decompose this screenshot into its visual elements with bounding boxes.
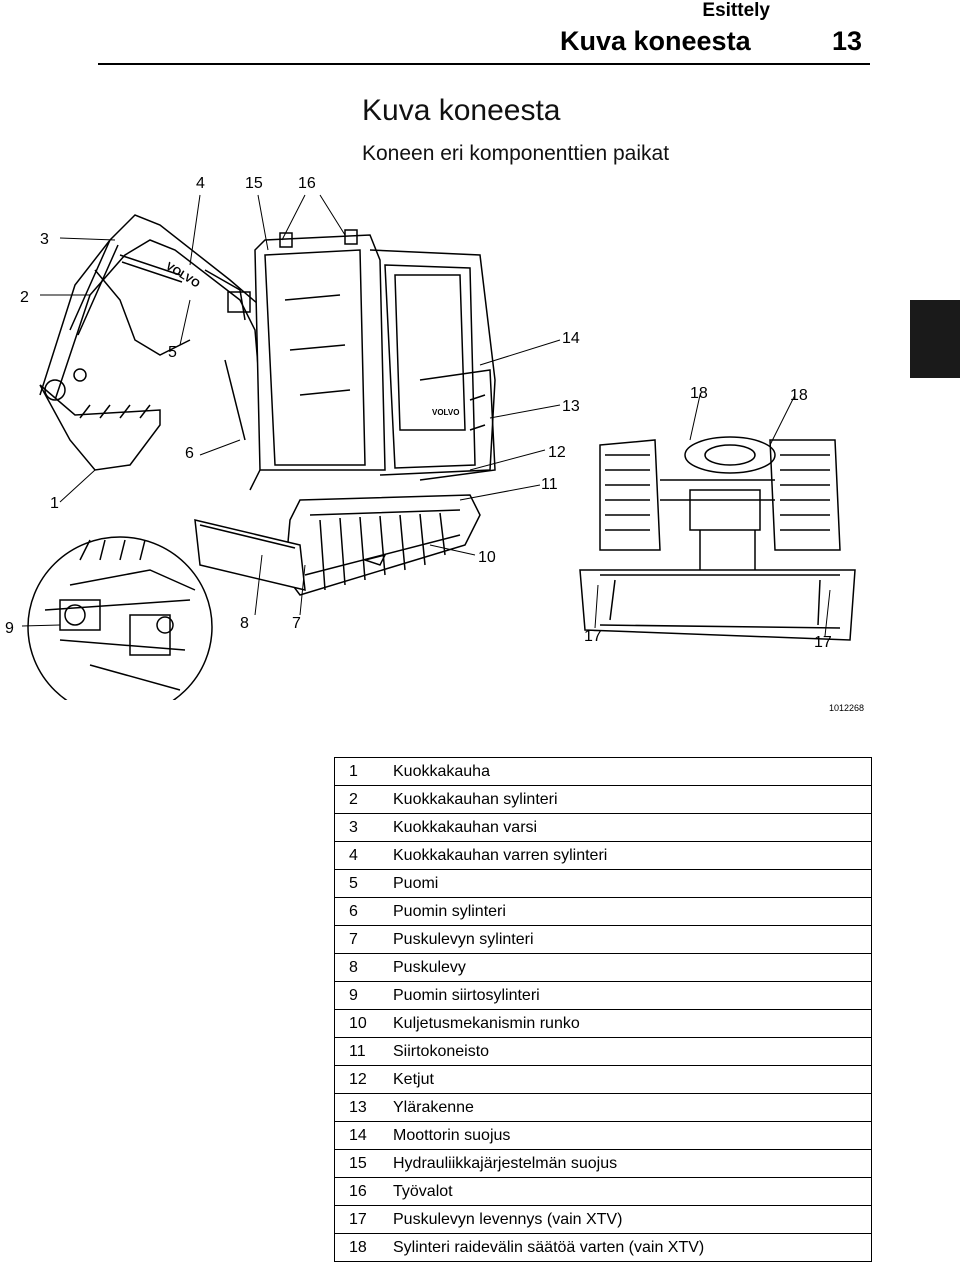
- legend-number: 10: [334, 1009, 381, 1038]
- callout-2: 2: [20, 289, 29, 306]
- detail-inset: [27, 536, 213, 700]
- section-title: Esittely: [702, 0, 770, 21]
- legend-label: Kuokkakauha: [381, 757, 872, 786]
- legend-number: 12: [334, 1065, 381, 1094]
- legend-number: 16: [334, 1177, 381, 1206]
- legend-number: 15: [334, 1149, 381, 1178]
- legend-label: Kuokkakauhan varsi: [381, 813, 872, 842]
- legend-label: Puomin sylinteri: [381, 897, 872, 926]
- legend-number: 6: [334, 897, 381, 926]
- callout-14: 14: [562, 330, 580, 347]
- legend-label: Ketjut: [381, 1065, 872, 1094]
- callout-18b: 18: [790, 387, 808, 404]
- legend-label: Kuokkakauhan varren sylinteri: [381, 841, 872, 870]
- header-rule: [98, 63, 870, 65]
- boom-brand-logo: VOLVO: [163, 260, 202, 290]
- callouts: 4 15 16 3 2 5 14 13 18 18 6 12 11 1 10 9…: [5, 175, 832, 651]
- callout-17a: 17: [584, 628, 602, 645]
- cab-brand-logo: VOLVO: [432, 408, 459, 417]
- callout-1: 1: [50, 495, 59, 512]
- callout-12: 12: [548, 444, 566, 461]
- legend-number: 1: [334, 757, 381, 786]
- legend-label: Siirtokoneisto: [381, 1037, 872, 1066]
- legend-label: Puskulevyn sylinteri: [381, 925, 872, 954]
- legend-number: 5: [334, 869, 381, 898]
- chapter-tab: [910, 300, 960, 378]
- legend-number: 17: [334, 1205, 381, 1234]
- callout-15: 15: [245, 175, 263, 192]
- legend-label: Hydrauliikkajärjestelmän suojus: [381, 1149, 872, 1178]
- legend-number: 7: [334, 925, 381, 954]
- legend-label: Puskulevy: [381, 953, 872, 982]
- legend-label: Kuljetusmekanismin runko: [381, 1009, 872, 1038]
- legend-number: 11: [334, 1037, 381, 1066]
- callout-7: 7: [292, 615, 301, 632]
- callout-9: 9: [5, 620, 14, 637]
- callout-13: 13: [562, 398, 580, 415]
- legend-number: 4: [334, 841, 381, 870]
- legend-label: Moottorin suojus: [381, 1121, 872, 1150]
- legend-number: 2: [334, 785, 381, 814]
- legend-label: Kuokkakauhan sylinteri: [381, 785, 872, 814]
- legend-number: 8: [334, 953, 381, 982]
- callout-10: 10: [478, 549, 496, 566]
- callout-16: 16: [298, 175, 316, 192]
- legend-label: Ylärakenne: [381, 1093, 872, 1122]
- header-title: Kuva koneesta: [560, 26, 751, 56]
- legend-number: 13: [334, 1093, 381, 1122]
- callout-5: 5: [168, 344, 177, 361]
- legend-number: 14: [334, 1121, 381, 1150]
- excavator-illustration: VOLVO VOLVO 4 15 16 3 2 5 14 13 18 18 6 …: [5, 175, 856, 700]
- legend-label: Puskulevyn levennys (vain XTV): [381, 1205, 872, 1234]
- callout-6: 6: [185, 445, 194, 462]
- legend-label: Sylinteri raidevälin säätöä varten (vain…: [381, 1233, 872, 1262]
- legend-label: Työvalot: [381, 1177, 872, 1206]
- callout-3: 3: [40, 231, 49, 248]
- callout-4: 4: [196, 175, 205, 192]
- page-title: Kuva koneesta: [362, 94, 561, 127]
- page-subtitle: Koneen eri komponenttien paikat: [362, 142, 670, 165]
- figure-id: 1012268: [828, 703, 864, 713]
- callout-8: 8: [240, 615, 249, 632]
- legend-label: Puomin siirtosylinteri: [381, 981, 872, 1010]
- legend-number: 18: [334, 1233, 381, 1262]
- legend-number: 3: [334, 813, 381, 842]
- callout-11: 11: [541, 476, 558, 493]
- callout-17b: 17: [814, 634, 832, 651]
- callout-18a: 18: [690, 385, 708, 402]
- legend-number: 9: [334, 981, 381, 1010]
- legend-label: Puomi: [381, 869, 872, 898]
- page-number: 13: [831, 26, 862, 56]
